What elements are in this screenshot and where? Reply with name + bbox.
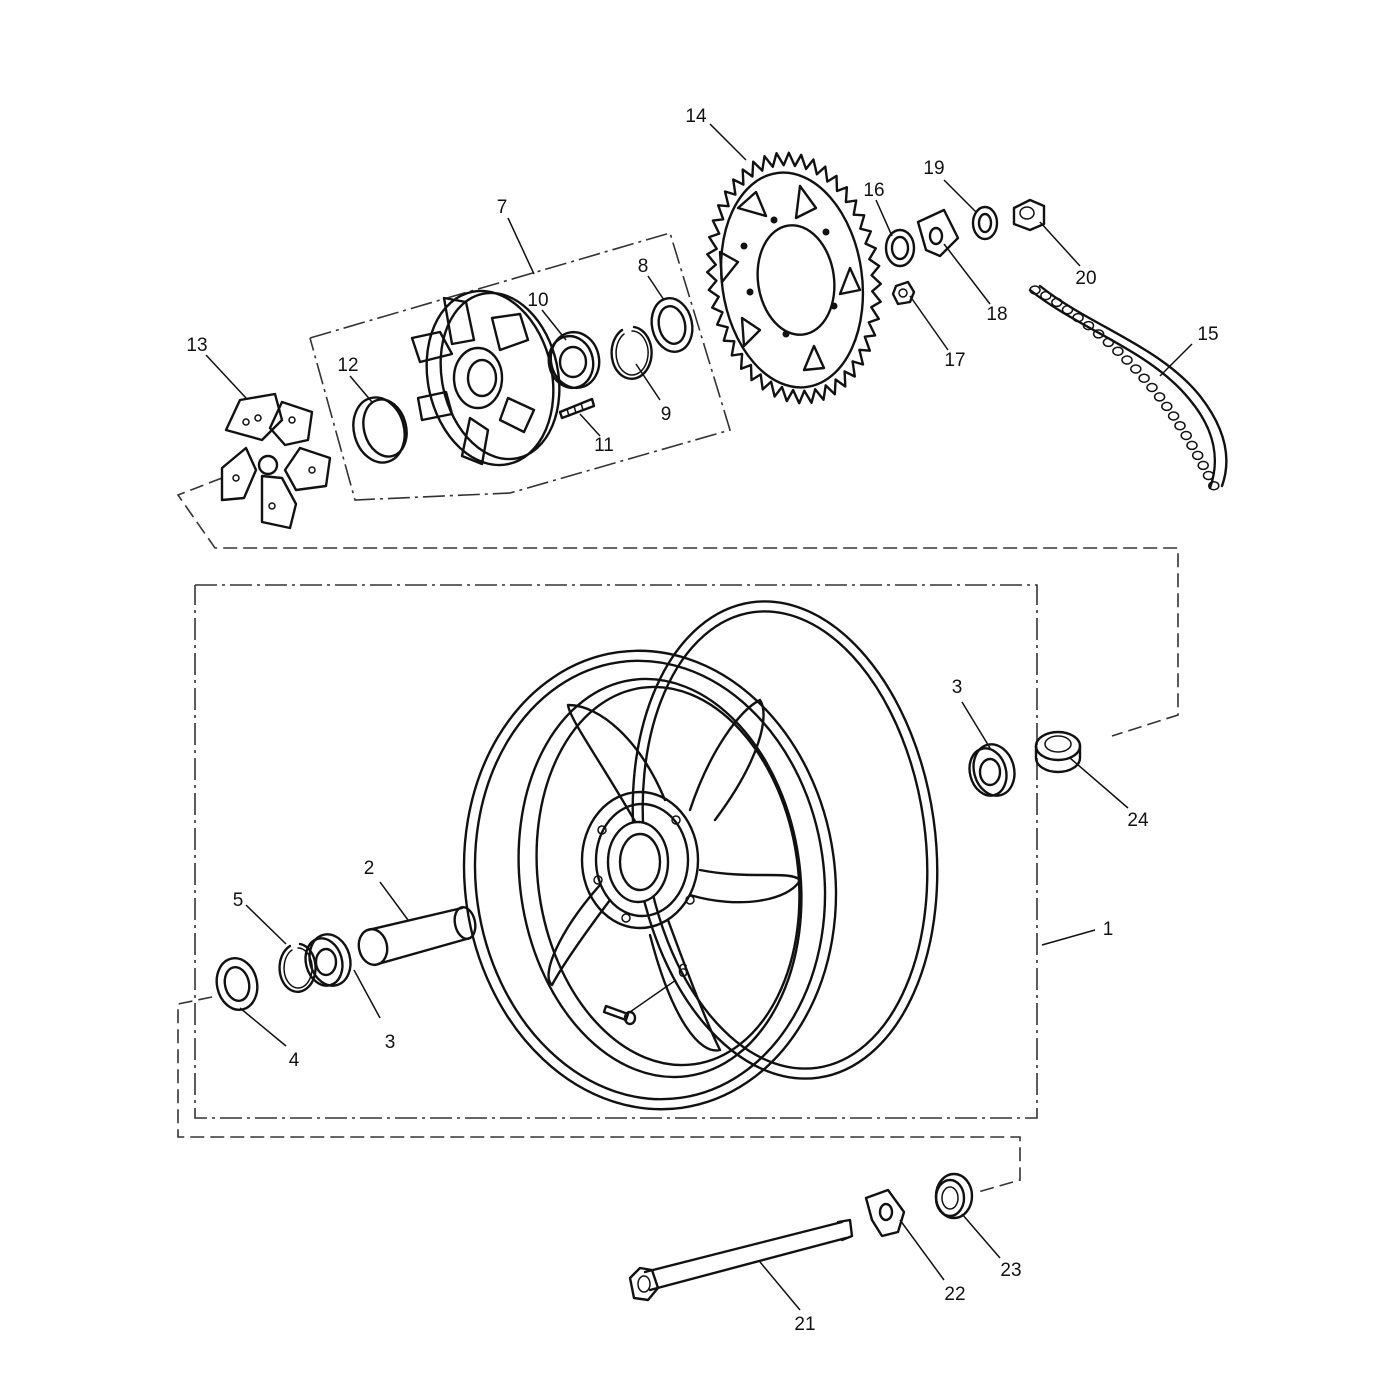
callout-3-left: 3 [385, 1032, 396, 1053]
chain-link [1174, 420, 1186, 431]
sprocket-nut-part [891, 280, 916, 306]
callout-7: 7 [497, 197, 508, 218]
dowel-pin-part [558, 397, 596, 420]
spacer-part-16 [884, 228, 916, 268]
drive-chain-part [1028, 284, 1228, 491]
callout-18: 18 [986, 304, 1007, 325]
callout-21: 21 [794, 1314, 815, 1335]
chain-link [1161, 401, 1173, 412]
callout-labels: 1 2 3 3 4 5 6 7 8 9 10 11 12 13 14 15 16… [186, 106, 1218, 1335]
spacer-part-24 [1034, 730, 1082, 774]
chain-link [1138, 373, 1150, 383]
callout-1: 1 [1103, 919, 1114, 940]
spacer-ring-part [352, 396, 408, 464]
circlip-part-upper [610, 325, 653, 380]
chain-link [1072, 312, 1084, 323]
callout-4: 4 [289, 1050, 300, 1071]
chain-link [1130, 364, 1142, 374]
carrier-bearing-part [547, 330, 601, 390]
chain-link [1029, 285, 1041, 295]
chain-link [1186, 440, 1198, 451]
chain-link [1197, 460, 1209, 471]
chain-link [1167, 411, 1180, 421]
callout-8: 8 [638, 256, 649, 277]
callout-15: 15 [1197, 324, 1218, 345]
hub-assembly-boundary [309, 232, 732, 501]
callout-6: 6 [678, 961, 689, 982]
chain-link [1102, 337, 1115, 348]
washer-part-19 [971, 205, 999, 241]
chain-link [1112, 346, 1124, 356]
chain-link [1121, 355, 1133, 365]
chain-link [1092, 329, 1105, 339]
callout-19: 19 [923, 158, 944, 179]
chain-link [1191, 450, 1204, 461]
chain-link [1180, 430, 1192, 441]
rear-axle-part [628, 1218, 854, 1302]
callout-22: 22 [944, 1284, 965, 1305]
rear-sprocket-part [706, 151, 882, 405]
callout-2: 2 [364, 858, 375, 879]
callout-13: 13 [186, 335, 207, 356]
callout-10: 10 [527, 290, 548, 311]
chain-link [1051, 297, 1063, 308]
chain-link [1202, 470, 1215, 481]
spacer-tube-part [357, 906, 477, 967]
oil-seal-part-lower [215, 957, 259, 1011]
leader-lines [205, 123, 1193, 1311]
callout-9: 9 [661, 404, 672, 425]
chain-link [1082, 320, 1095, 331]
connector-dashed-lines [176, 477, 1179, 1193]
callout-5: 5 [233, 890, 244, 911]
callout-16: 16 [863, 180, 884, 201]
chain-link [1153, 392, 1166, 402]
callout-11: 11 [594, 435, 614, 456]
wheel-bearing-part-right [968, 743, 1016, 797]
sprocket-carrier-part [410, 289, 561, 467]
callout-24: 24 [1127, 810, 1149, 831]
callout-3-right: 3 [952, 677, 963, 698]
chain-link [1146, 382, 1158, 393]
oil-seal-part-upper [650, 297, 694, 353]
chain-link [1040, 290, 1052, 301]
chain-adjuster-plate-part-18 [916, 208, 960, 258]
callout-17: 17 [944, 350, 965, 371]
axle-nut-part-20 [1012, 198, 1046, 232]
callout-20: 20 [1075, 268, 1096, 289]
callout-23: 23 [1000, 1260, 1021, 1281]
rear-wheel-part [462, 600, 939, 1111]
spacer-part-23 [934, 1172, 974, 1220]
tyre-valve-part [602, 1004, 637, 1026]
chain-adjuster-plate-part-22 [864, 1188, 906, 1238]
callout-12: 12 [337, 355, 358, 376]
callout-14: 14 [685, 106, 707, 127]
cush-drive-rubbers-part [220, 392, 332, 530]
wheel-assembly-boundary [194, 584, 1038, 1119]
chain-link [1061, 305, 1074, 315]
chain-link [1208, 480, 1220, 491]
circlip-part-lower [278, 942, 317, 993]
